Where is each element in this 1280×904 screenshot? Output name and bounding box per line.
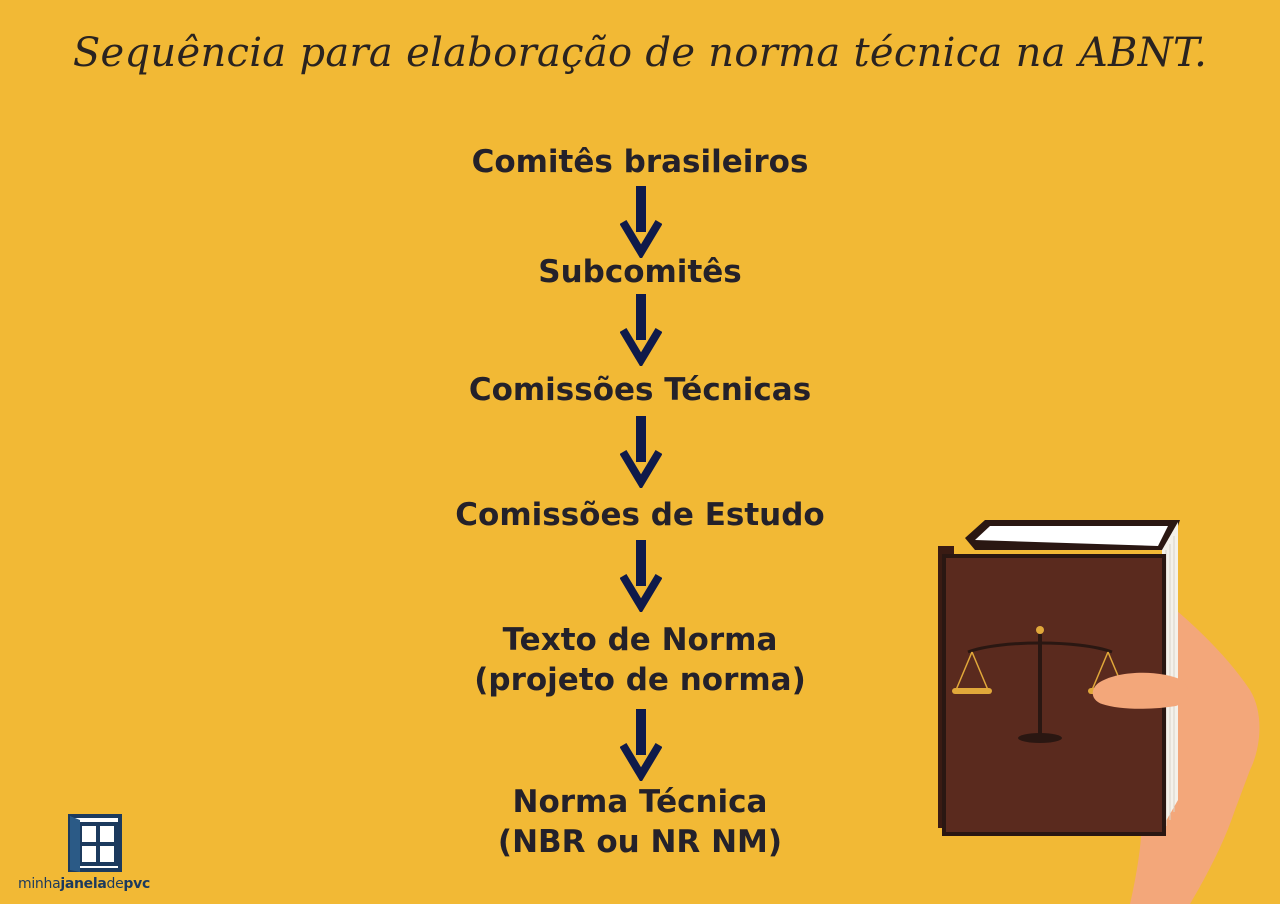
down-arrow-icon (620, 294, 662, 366)
down-arrow-icon (620, 709, 662, 781)
step-label: Comissões de Estudo (455, 497, 825, 533)
logo-part: pvc (123, 876, 150, 892)
step-label: Norma Técnica (512, 784, 768, 820)
step-label: Comitês brasileiros (471, 144, 809, 180)
step-norma-tecnica: Norma Técnica (NBR ou NR NM) (340, 782, 940, 862)
down-arrow-icon (620, 540, 662, 612)
page-title: Sequência para elaboração de norma técni… (72, 30, 1208, 76)
step-comissoes-tecnicas: Comissões Técnicas (340, 370, 940, 410)
step-label: Subcomitês (538, 254, 742, 290)
step-label: Texto de Norma (502, 622, 778, 658)
down-arrow-icon (620, 186, 662, 258)
law-book-icon (938, 520, 1260, 904)
step-sublabel: (NBR ou NR NM) (497, 824, 783, 860)
step-comissoes-de-estudo: Comissões de Estudo (340, 495, 940, 535)
step-texto-de-norma: Texto de Norma (projeto de norma) (340, 620, 940, 700)
step-label: Comissões Técnicas (468, 372, 812, 408)
step-subcomites: Subcomitês (340, 252, 940, 292)
logo-part: minha (18, 876, 61, 892)
window-icon (68, 814, 122, 872)
logo-text: minhajaneladepvc (18, 876, 178, 892)
logo-part: janela (60, 876, 107, 892)
step-comites-brasileiros: Comitês brasileiros (340, 142, 940, 182)
down-arrow-icon (620, 416, 662, 488)
step-sublabel: (projeto de norma) (474, 662, 806, 698)
logo-part: de (106, 876, 124, 892)
